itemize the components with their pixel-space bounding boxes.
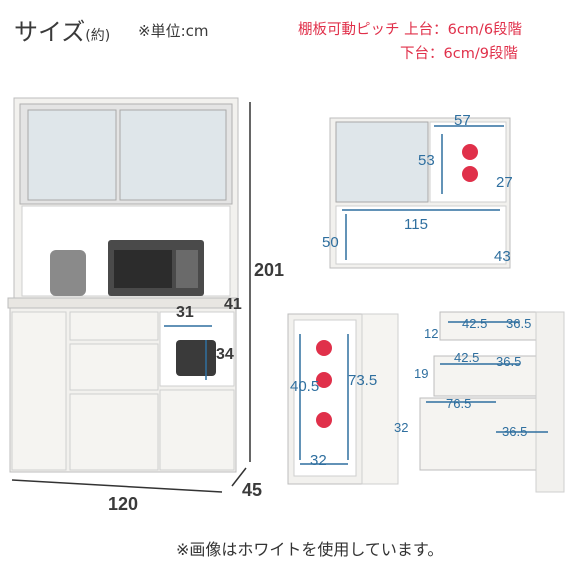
upper-opening-height-label: 50 (322, 234, 339, 251)
upper-opening-depth-label: 43 (494, 248, 511, 265)
niche-depth-label: 41 (224, 296, 242, 313)
upper-opening-width-label: 115 (404, 216, 428, 233)
main-depth-label: 45 (242, 480, 263, 500)
drawer-top-height-label: 12 (424, 326, 439, 341)
drawer-mid-height-label: 19 (414, 366, 429, 381)
page-title: サイズ(約) (14, 12, 110, 47)
shelf-pitch-line-1: 棚板可動ピッチ 上台：6cm/6段階 (298, 22, 523, 38)
niche-height-label: 34 (216, 346, 234, 363)
drawer-bottom-depth-label: 36.5 (502, 424, 528, 439)
side-height-label: 73.5 (348, 372, 378, 389)
footer-note: ※画像はホワイトを使用しています。 (176, 540, 444, 559)
drawer-top-depth-label: 36.5 (506, 316, 532, 331)
drawer-mid-width-label: 42.5 (454, 350, 480, 365)
upper-hutch-drawing (329, 117, 511, 269)
side-cabinet-drawing (287, 313, 399, 485)
upper-shelf-height-label: 53 (418, 152, 435, 169)
unit-note: ※単位:cm (138, 22, 209, 40)
shelf-pitch-line-2: 下台：6cm/9段階 (400, 46, 518, 62)
upper-shelf-width-label: 57 (454, 112, 471, 129)
niche-width-label: 31 (176, 304, 194, 321)
main-width-label: 120 (108, 494, 139, 514)
drawers-drawing (419, 311, 565, 493)
title-text: サイズ (14, 18, 86, 46)
side-width-label: 32 (310, 452, 327, 469)
drawer-mid-depth-label: 36.5 (496, 354, 522, 369)
main-cabinet-drawing (7, 97, 251, 493)
side-depth-label: 40.5 (290, 378, 320, 395)
drawer-bottom-width-label: 76.5 (446, 396, 472, 411)
drawer-bottom-height-label: 32 (394, 420, 409, 435)
upper-shelf-depth-label: 27 (496, 174, 513, 191)
title-paren: (約) (85, 28, 111, 44)
main-height-label: 201 (254, 260, 285, 280)
drawer-top-width-label: 42.5 (462, 316, 488, 331)
